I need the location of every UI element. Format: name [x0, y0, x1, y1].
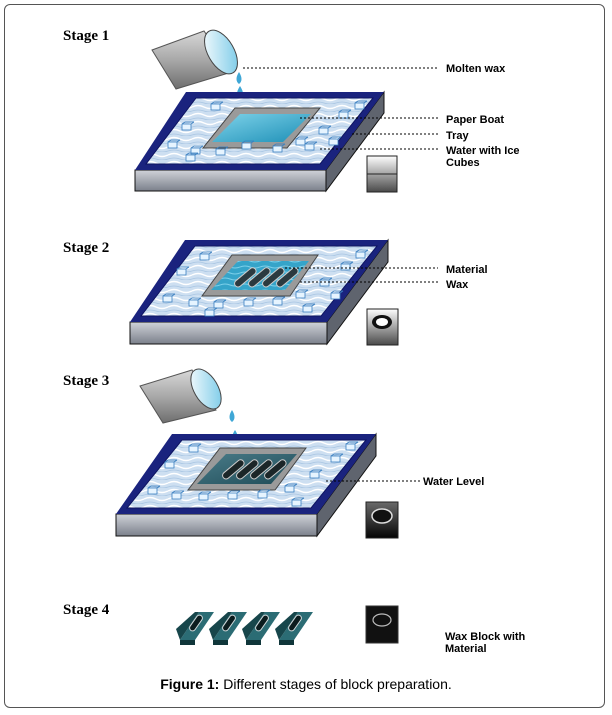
callout-wax-block-with: Wax Block with [445, 631, 526, 643]
filled-mold-icon [365, 501, 399, 539]
pouring-cup-icon-stage-3 [139, 368, 222, 424]
material-pieces-stage-2 [234, 267, 299, 288]
stage-1: Stage 1 Molten wax [63, 28, 520, 193]
solid-wax-mold-icon [365, 605, 399, 644]
wax-block-2 [209, 612, 247, 645]
callout-material-stage-4: Material [445, 643, 487, 655]
callout-water-with-ice: Water with Ice [446, 145, 520, 157]
wax-block-3 [242, 612, 280, 645]
wax-blocks [176, 612, 313, 645]
callout-water-level: Water Level [423, 476, 484, 488]
stage-2-title: Stage 2 [63, 240, 109, 256]
caption-prefix: Figure 1: [160, 676, 220, 692]
wax-block-4 [275, 612, 313, 645]
callout-wax: Wax [446, 279, 469, 291]
stage-3: Stage 3 [63, 368, 484, 539]
stage-2: Stage 2 Material Wax [63, 238, 488, 346]
pouring-cup-icon [151, 29, 238, 90]
stage-4-title: Stage 4 [63, 602, 110, 618]
callout-material: Material [446, 264, 488, 276]
callout-paper-boat: Paper Boat [446, 114, 504, 126]
caption-text: Different stages of block preparation. [219, 676, 452, 692]
stage-1-title: Stage 1 [63, 28, 109, 44]
figure-caption: Figure 1: Different stages of block prep… [0, 676, 612, 692]
material-pieces-stage-3 [222, 459, 287, 480]
stage-4: Stage 4 [63, 602, 526, 655]
callout-molten-wax: Molten wax [446, 63, 506, 75]
callout-cubes: Cubes [446, 157, 480, 169]
paper-boat-stage-1 [201, 107, 322, 149]
wax-block-1 [176, 612, 214, 645]
stage-3-title: Stage 3 [63, 373, 109, 389]
empty-mold-icon [366, 155, 398, 193]
callout-tray: Tray [446, 130, 470, 142]
mold-with-material-icon [366, 308, 399, 346]
